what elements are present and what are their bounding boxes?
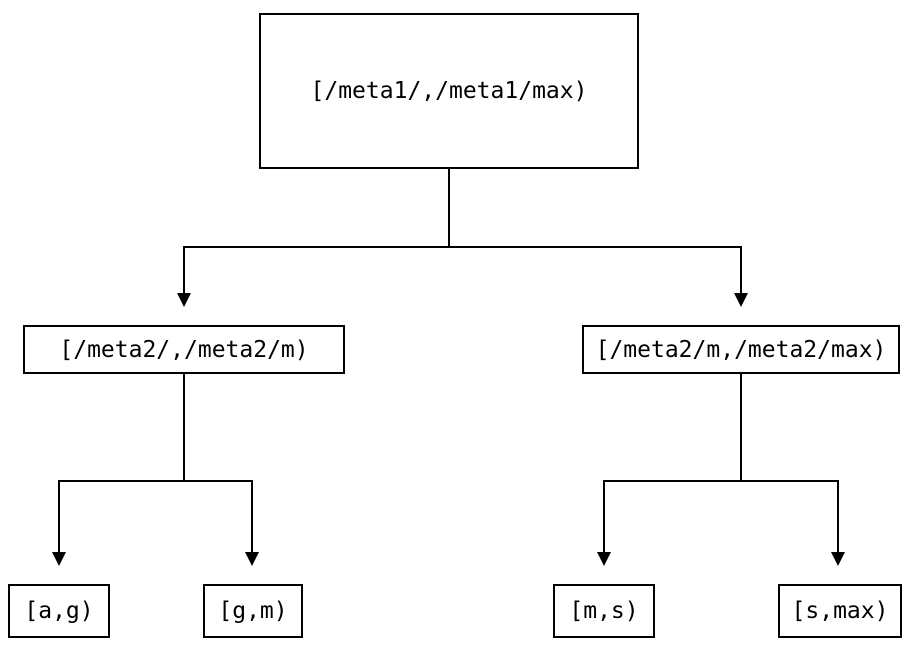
node-meta2-left: [/meta2/,/meta2/m) xyxy=(23,325,345,374)
arrowhead-down-icon xyxy=(177,293,191,307)
node-leaf-ag: [a,g) xyxy=(8,584,110,638)
edge-level1-drop-right xyxy=(740,246,742,293)
node-label: [m,s) xyxy=(569,598,639,624)
edge-drop-leaf-smax xyxy=(837,480,839,552)
arrowhead-down-icon xyxy=(245,552,259,566)
edge-meta2-right-bar xyxy=(603,480,839,482)
edge-drop-leaf-gm xyxy=(251,480,253,552)
edge-meta2-right-trunk xyxy=(740,374,742,480)
node-label: [s,max) xyxy=(791,598,889,624)
node-label: [/meta2/,/meta2/m) xyxy=(59,336,309,363)
edge-root-trunk xyxy=(448,169,450,246)
node-meta2-right: [/meta2/m,/meta2/max) xyxy=(582,325,900,374)
edge-drop-leaf-ms xyxy=(603,480,605,552)
arrowhead-down-icon xyxy=(52,552,66,566)
node-label: [/meta1/,/meta1/max) xyxy=(310,78,588,104)
edge-drop-leaf-ag xyxy=(58,480,60,552)
node-label: [/meta2/m,/meta2/max) xyxy=(595,336,887,363)
edge-level1-drop-left xyxy=(183,246,185,293)
edge-meta2-left-trunk xyxy=(183,374,185,480)
node-leaf-gm: [g,m) xyxy=(203,584,303,638)
node-root: [/meta1/,/meta1/max) xyxy=(259,13,639,169)
edge-meta2-left-bar xyxy=(58,480,253,482)
arrowhead-down-icon xyxy=(831,552,845,566)
arrowhead-down-icon xyxy=(734,293,748,307)
node-leaf-ms: [m,s) xyxy=(553,584,655,638)
node-leaf-smax: [s,max) xyxy=(778,584,902,638)
node-label: [a,g) xyxy=(24,598,94,624)
edge-level1-bar xyxy=(183,246,742,248)
node-label: [g,m) xyxy=(218,598,288,624)
arrowhead-down-icon xyxy=(597,552,611,566)
